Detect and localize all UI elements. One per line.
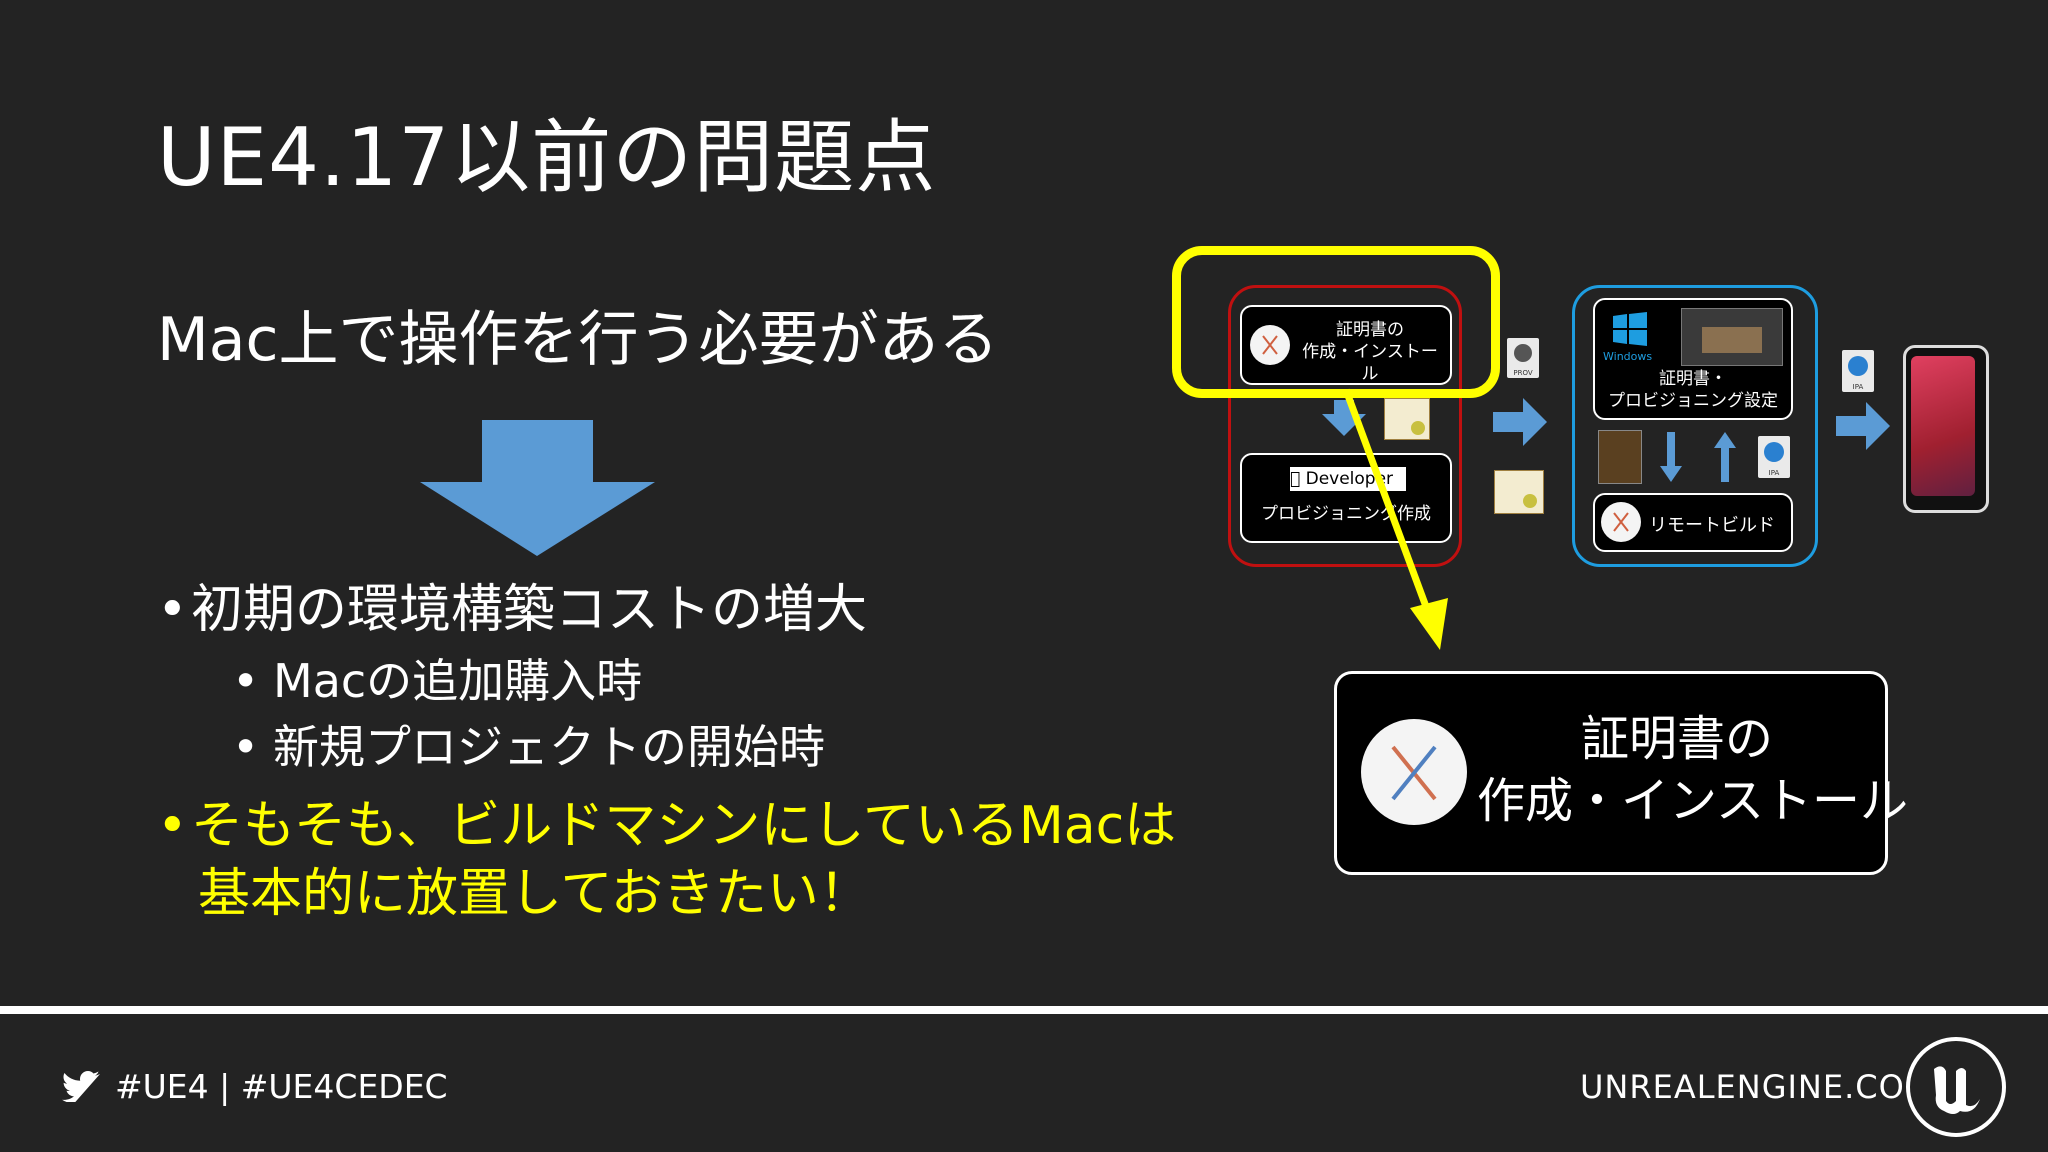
footer-site-url[interactable]: UNREALENGINE.COM <box>1580 1068 1934 1106</box>
bullet-item: •初期の環境構築コストの増大 <box>157 584 867 636</box>
small-down-arrow-icon <box>1322 400 1366 436</box>
footer-hashtags: #UE4 | #UE4CEDEC <box>115 1067 448 1106</box>
cert-install-box-small: 証明書の 作成・インストール <box>1240 305 1452 385</box>
ipa-file-icon: IPA <box>1758 436 1790 478</box>
highlight-bullet-item: •そもそも、ビルドマシンにしているMacは <box>157 800 1176 852</box>
windows-steps-group <box>1572 285 1818 567</box>
prov-file-icon: PROV <box>1507 338 1539 378</box>
xcode-icon <box>1598 430 1642 484</box>
cert-install-small-text: 証明書の 作成・インストール <box>1302 320 1438 385</box>
slide-subtitle: Mac上で操作を行う必要がある <box>157 305 999 375</box>
macos-x-icon <box>1361 719 1467 825</box>
yellow-arrow-icon <box>1342 388 1448 650</box>
windows-settings-text: 証明書・ プロビジョニング設定 <box>1608 369 1778 412</box>
apple-developer-badge:  Developer <box>1290 467 1406 491</box>
windows-logo-icon <box>1613 312 1647 346</box>
editor-screenshot-thumbnail <box>1681 308 1783 366</box>
iphone-icon <box>1903 345 1989 513</box>
footer-divider <box>0 1006 2048 1014</box>
bullet-dot: • <box>232 720 260 774</box>
provisioning-box-small:  Developer プロビジョニング作成 <box>1240 453 1452 543</box>
down-arrow-icon <box>420 420 655 556</box>
sub-bullet-item: •新規プロジェクトの開始時 <box>232 724 825 770</box>
unreal-engine-logo-icon <box>1906 1037 2006 1137</box>
macos-x-icon <box>1601 502 1641 542</box>
down-small-arrow-icon <box>1660 432 1682 482</box>
remote-build-box: リモートビルド <box>1593 493 1793 552</box>
cert-install-box-large: 証明書の 作成・インストール <box>1334 671 1909 875</box>
remote-build-text: リモートビルド <box>1649 515 1775 536</box>
developer-label: Developer <box>1290 469 1393 489</box>
ipa-file-icon-2: IPA <box>1842 350 1874 392</box>
bullet-dot: • <box>157 796 188 856</box>
slide-title: UE4.17以前の問題点 <box>157 111 937 204</box>
windows-settings-box: Windows 証明書・ プロビジョニング設定 <box>1593 298 1793 420</box>
macos-x-icon <box>1250 325 1290 365</box>
sub-bullet-text: Macの追加購入時 <box>273 654 643 708</box>
highlight-frame <box>1172 246 1500 398</box>
apple-icon:  <box>1290 469 1300 489</box>
certificate-icon <box>1384 398 1430 440</box>
bullet-dot: • <box>157 580 188 640</box>
highlight-bullet-text: そもそも、ビルドマシンにしているMacは <box>191 796 1177 856</box>
bullet-text: 初期の環境構築コストの増大 <box>191 580 868 640</box>
right-arrow-icon <box>1493 398 1547 446</box>
windows-label: Windows <box>1603 350 1653 363</box>
bullet-dot: • <box>232 654 260 708</box>
twitter-icon <box>62 1071 100 1102</box>
sub-bullet-item: •Macの追加購入時 <box>232 658 642 704</box>
certificate-icon-2 <box>1494 470 1544 514</box>
right-arrow-icon <box>1836 402 1890 450</box>
sub-bullet-text: 新規プロジェクトの開始時 <box>273 720 825 774</box>
up-small-arrow-icon <box>1714 432 1736 482</box>
highlight-bullet-text-continued: 基本的に放置しておきたい！ <box>198 864 871 924</box>
mac-steps-group <box>1228 285 1462 567</box>
cert-install-large-text: 証明書の 作成・インストール <box>1477 711 1909 829</box>
